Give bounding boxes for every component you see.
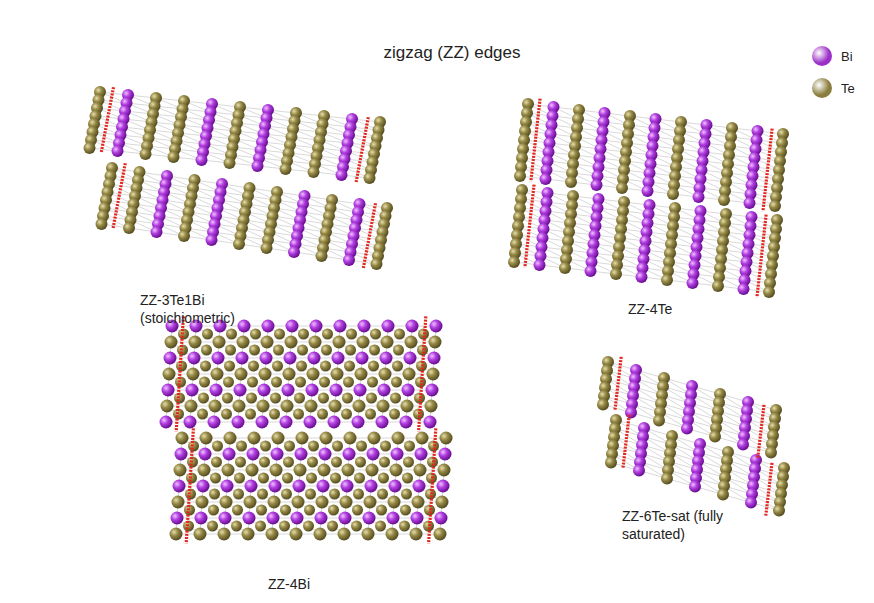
atom-sphere <box>358 320 371 333</box>
atom-sphere <box>84 142 96 154</box>
atom-sphere <box>394 329 405 340</box>
atom-sphere <box>565 176 577 188</box>
atom-sphere <box>371 258 383 270</box>
atom-sphere <box>693 191 705 203</box>
atom-sphere <box>540 173 552 185</box>
atom-sphere <box>744 197 756 209</box>
atom-sphere <box>610 268 622 280</box>
atom-sphere <box>346 329 357 340</box>
atom-sphere <box>238 320 251 333</box>
atom-sphere <box>687 277 699 289</box>
atom-sphere <box>616 182 628 194</box>
atom-sphere <box>202 329 213 340</box>
atom-sphere <box>712 280 724 292</box>
atom-sphere <box>343 254 355 266</box>
atom-sphere <box>280 163 292 175</box>
atom-sphere <box>661 274 673 286</box>
atom-sphere <box>336 169 348 181</box>
atom-sphere <box>252 160 264 172</box>
atom-sphere <box>274 329 285 340</box>
atom-sphere <box>233 238 245 250</box>
atom-sphere <box>96 218 108 230</box>
atom-sphere <box>370 329 381 340</box>
atom-sphere <box>178 230 190 242</box>
atom-sphere <box>322 329 333 340</box>
atom-sphere <box>310 320 323 333</box>
atom-sphere <box>382 320 395 333</box>
atom-sphere <box>534 259 546 271</box>
atom-sphere <box>196 154 208 166</box>
atom-sphere <box>262 320 275 333</box>
atom-sphere <box>514 170 526 182</box>
atom-sphere <box>763 286 775 298</box>
atom-sphere <box>718 194 730 206</box>
atom-sphere <box>224 157 236 169</box>
atom-sphere <box>151 226 163 238</box>
atom-sphere <box>636 271 648 283</box>
atom-sphere <box>769 200 781 212</box>
atom-sphere <box>140 148 152 160</box>
atom-sphere <box>298 329 309 340</box>
atom-sphere <box>261 242 273 254</box>
atom-sphere <box>112 145 124 157</box>
atom-sphere <box>316 250 328 262</box>
atom-sphere <box>250 329 261 340</box>
atom-sphere <box>206 234 218 246</box>
atom-sphere <box>364 172 376 184</box>
atom-sphere <box>406 320 419 333</box>
atom-sphere <box>591 179 603 191</box>
atom-sphere <box>585 265 597 277</box>
atom-sphere <box>430 320 443 333</box>
atom-sphere <box>508 256 520 268</box>
atom-sphere <box>123 222 135 234</box>
atom-sphere <box>226 329 237 340</box>
atom-sphere <box>288 246 300 258</box>
atom-sphere <box>308 166 320 178</box>
atom-sphere <box>286 320 299 333</box>
atom-sphere <box>642 185 654 197</box>
atom-sphere <box>667 188 679 200</box>
atom-sphere <box>559 262 571 274</box>
atom-sphere <box>168 151 180 163</box>
atom-sphere <box>334 320 347 333</box>
atom-sphere <box>738 283 750 295</box>
